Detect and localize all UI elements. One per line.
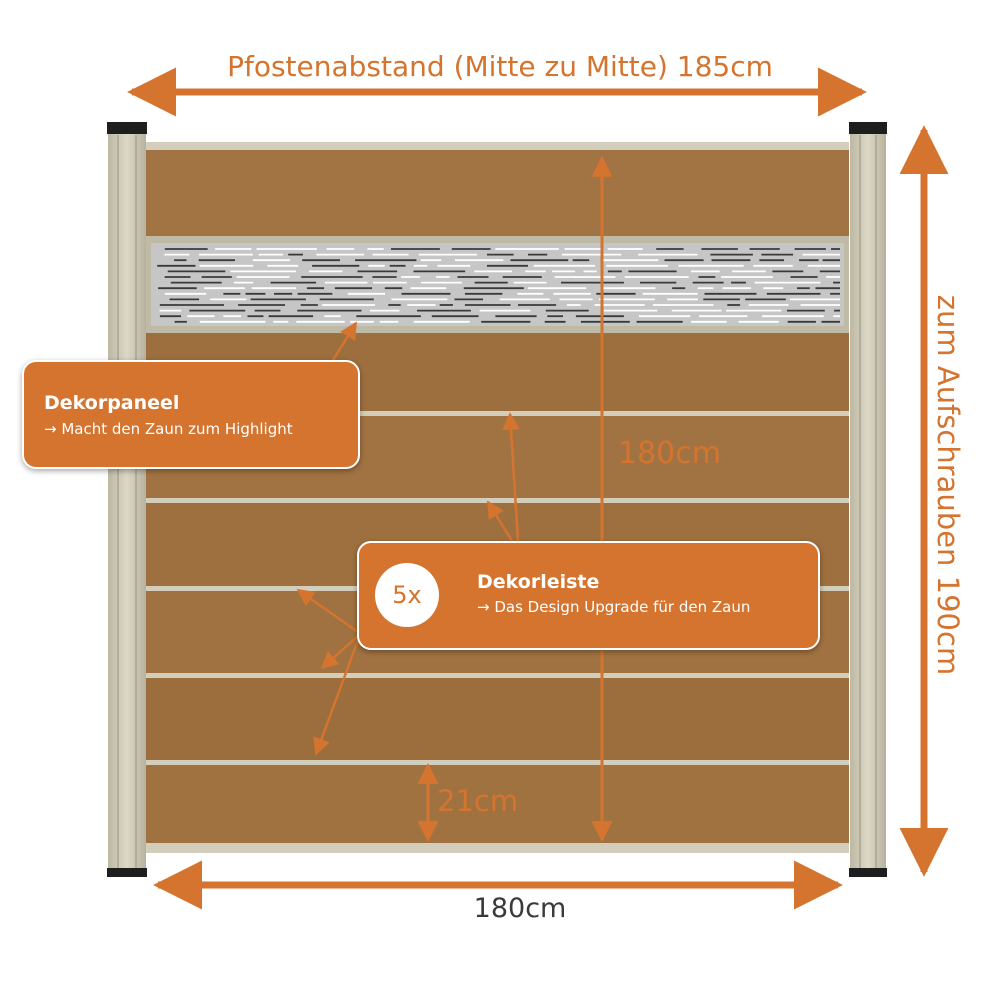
slat-height-label: 21cm	[437, 784, 519, 818]
dekorleiste-pointer	[320, 635, 359, 670]
right-post	[849, 122, 887, 877]
dekorpaneel-callout: Dekorpaneel → Macht den Zaun zum Highlig…	[22, 360, 360, 469]
dekorleiste-pointer	[296, 588, 359, 634]
decor-strip	[146, 673, 849, 678]
dekorleiste-title: Dekorleiste	[477, 571, 600, 593]
dekorleiste-callout: 5x Dekorleiste → Das Design Upgrade für …	[357, 541, 820, 650]
decor-panel	[146, 236, 849, 333]
dekorleiste-pointer	[486, 500, 514, 542]
panel-width-label: 180cm	[473, 893, 567, 924]
dekorleiste-pointer	[313, 639, 360, 756]
decor-strip	[146, 498, 849, 503]
panel-height-label: 180cm	[618, 436, 721, 471]
left-post	[107, 122, 147, 877]
post-height-label: zum Aufschrauben 190cm	[931, 294, 965, 676]
dekorpaneel-subtitle: → Macht den Zaun zum Highlight	[44, 420, 293, 438]
dekorpaneel-title: Dekorpaneel	[44, 392, 180, 414]
dekorleiste-count-badge: 5x	[375, 563, 439, 627]
post-spacing-label: Pfostenabstand (Mitte zu Mitte) 185cm	[227, 50, 773, 83]
decor-strip	[146, 760, 849, 765]
decor-strip	[146, 411, 849, 416]
dekorpaneel-pointer	[328, 321, 358, 366]
dekorleiste-pointer	[502, 412, 520, 542]
dekorleiste-subtitle: → Das Design Upgrade für den Zaun	[477, 598, 751, 616]
